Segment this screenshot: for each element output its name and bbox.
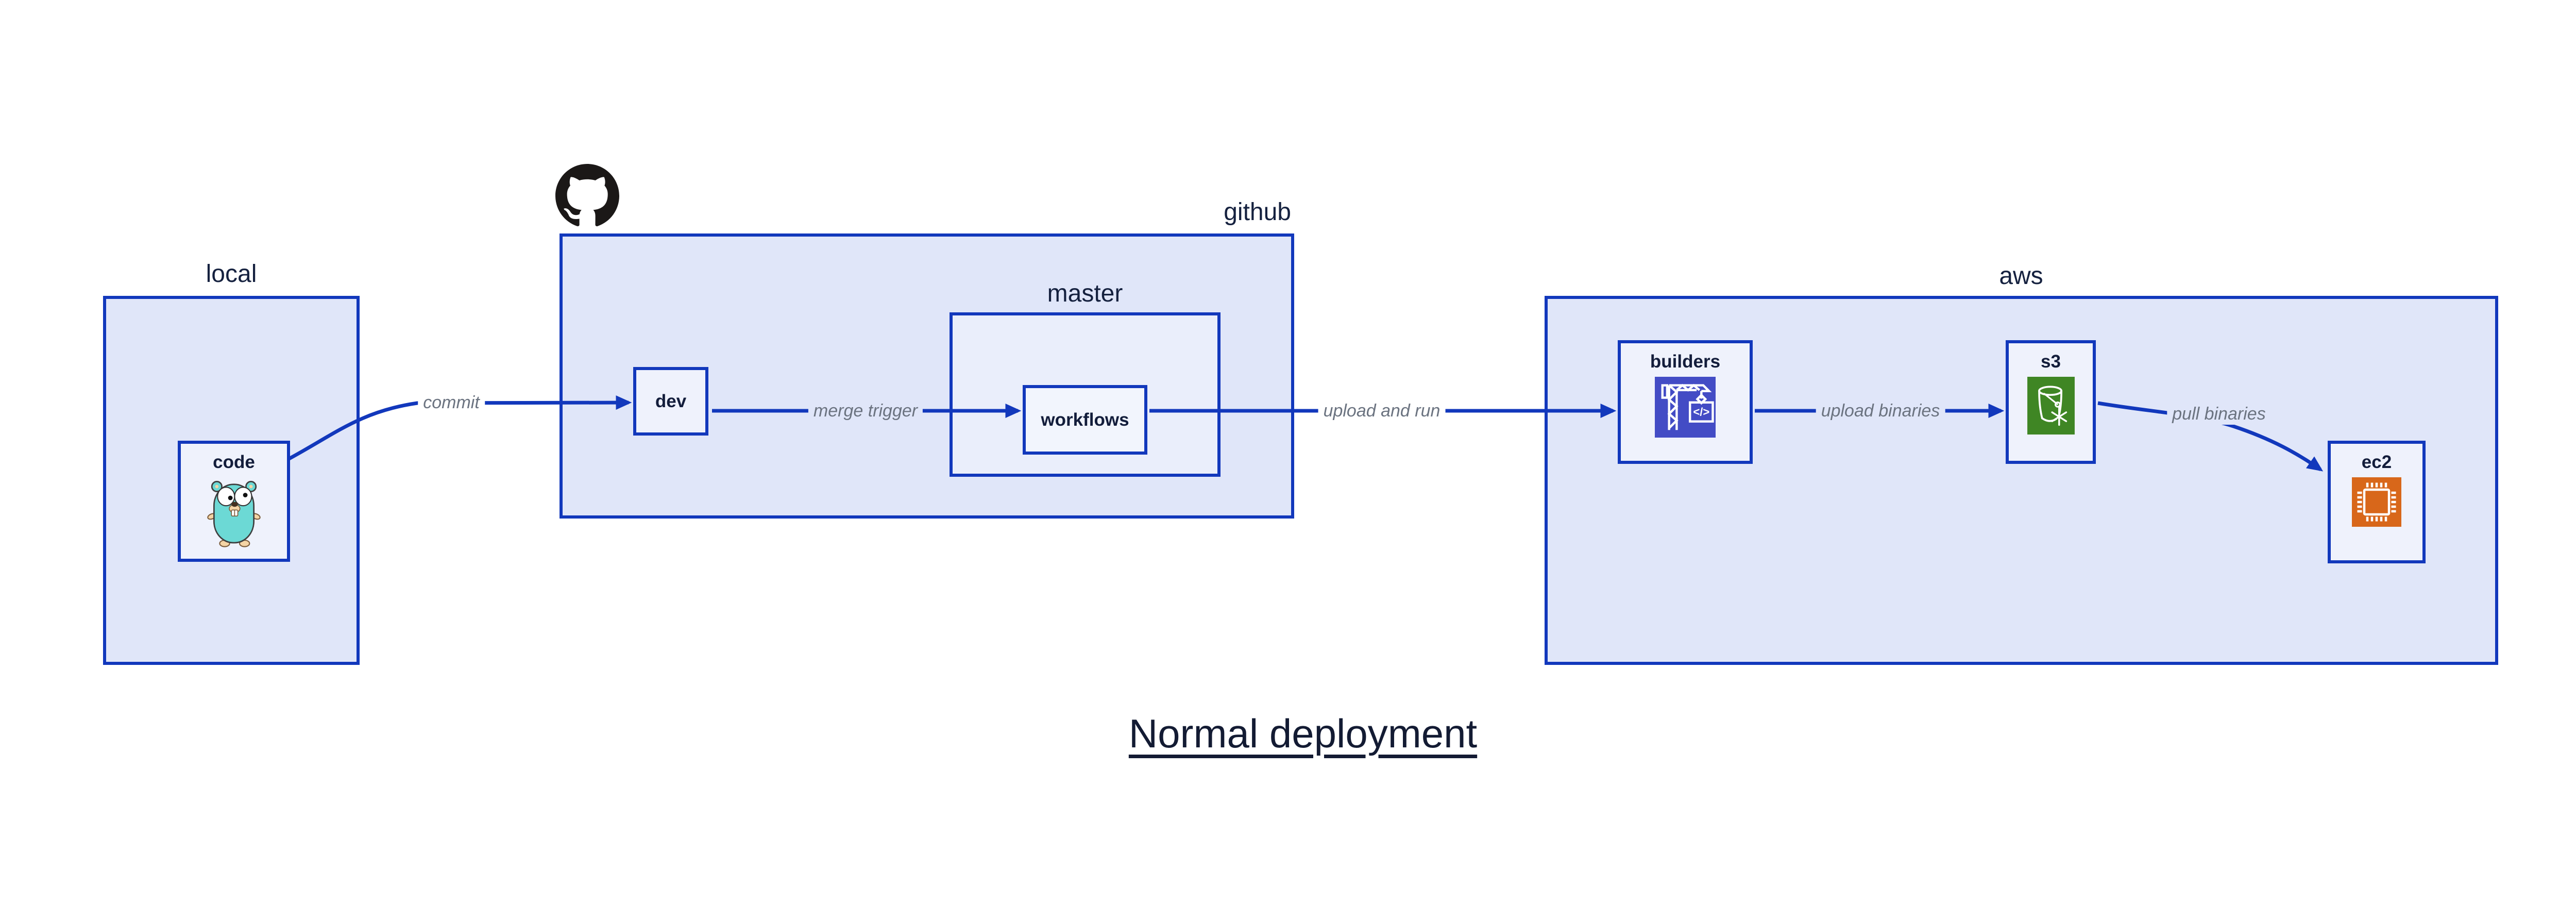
go-gopher-icon xyxy=(207,480,261,547)
s3-node: s3 xyxy=(2006,340,2096,464)
github-octocat-icon xyxy=(555,164,619,226)
ec2-node: ec2 xyxy=(2328,441,2426,563)
dev-branch-node: dev xyxy=(633,367,708,436)
code-node-label: code xyxy=(213,452,255,472)
codebuild-crane-icon: </> xyxy=(1655,377,1716,438)
master-branch-label: master xyxy=(1047,280,1123,307)
upload-and-run-edge-label: upload and run xyxy=(1318,400,1446,422)
code-node: code xyxy=(178,441,290,562)
code-glyph: </> xyxy=(1693,406,1709,419)
local-container-label: local xyxy=(206,260,257,288)
builders-node-label: builders xyxy=(1650,352,1721,372)
commit-edge-label: commit xyxy=(418,392,485,413)
github-container-label: github xyxy=(1224,198,1291,226)
dev-node-label: dev xyxy=(655,391,687,411)
aws-container-label: aws xyxy=(1999,262,2043,290)
upload-binaries-edge-label: upload binaries xyxy=(1816,400,1945,422)
merge-trigger-edge-label: merge trigger xyxy=(808,400,923,422)
s3-bucket-icon xyxy=(2027,377,2075,435)
builders-node: builders </> xyxy=(1618,340,1753,464)
diagram-title: Normal deployment xyxy=(1128,711,1478,756)
pull-binaries-edge-label: pull binaries xyxy=(2167,403,2271,425)
ec2-chip-icon xyxy=(2352,477,2401,527)
workflows-node: workflows xyxy=(1023,385,1147,455)
workflows-node-label: workflows xyxy=(1041,410,1129,430)
ec2-node-label: ec2 xyxy=(2361,452,2392,472)
s3-node-label: s3 xyxy=(2041,352,2061,372)
